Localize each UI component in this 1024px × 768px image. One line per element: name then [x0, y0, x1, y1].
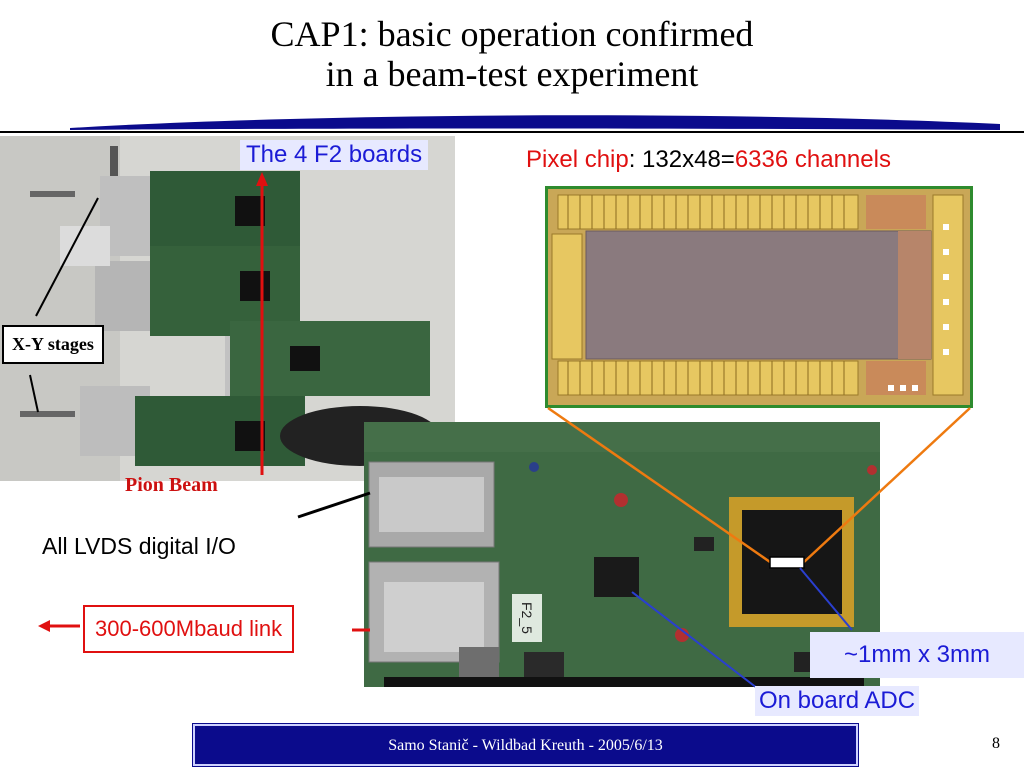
xy-stages-label: X-Y stages — [2, 325, 104, 364]
board-silkscreen-label: F2_5 — [512, 594, 542, 642]
chip-size-label: ~1mm x 3mm — [810, 632, 1024, 678]
pixel-chip-micrograph — [545, 186, 973, 408]
pixel-chip-label: Pixel chip: 132x48=6336 channels — [526, 146, 891, 174]
f2-boards-label: The 4 F2 boards — [240, 140, 429, 170]
slide-title: CAP1: basic operation confirmed in a bea… — [0, 14, 1024, 94]
pixel-chip-suffix: 6336 channels — [734, 146, 891, 173]
pion-beam-label: Pion Beam — [125, 474, 218, 496]
footer-bar: Samo Stanič - Wildbad Kreuth - 2005/6/13 — [193, 724, 858, 766]
page-number: 8 — [992, 735, 1000, 752]
f2-board-photo: F2_5 — [364, 422, 880, 687]
pixel-chip-prefix: Pixel chip — [526, 146, 629, 173]
title-line-2: in a beam-test experiment — [325, 54, 699, 94]
lvds-label: All LVDS digital I/O — [42, 533, 236, 559]
title-line-1: CAP1: basic operation confirmed — [270, 14, 754, 54]
pixel-chip-mid: : 132x48= — [628, 146, 735, 173]
link-speed-label: 300-600Mbaud link — [83, 605, 295, 653]
title-underline-swoosh — [0, 115, 1024, 133]
on-board-adc-label: On board ADC — [755, 686, 920, 716]
